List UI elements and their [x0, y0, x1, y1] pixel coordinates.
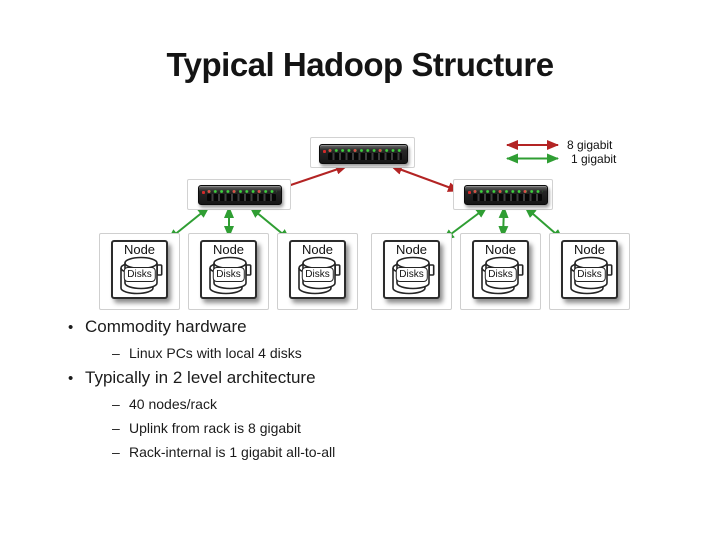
bullet-text: Commodity hardware — [85, 317, 247, 336]
node-label: Node — [484, 242, 517, 257]
legend-label-8-gigabit: 8 gigabit — [567, 138, 613, 152]
ethernet-ports-icon — [473, 194, 542, 201]
core-switch-frame — [310, 137, 415, 168]
ethernet-ports-icon — [328, 153, 402, 160]
node-card: Node Disks — [371, 233, 452, 310]
sub-bullet-item: – Uplink from rack is 8 gigabit — [104, 416, 530, 440]
disks-label: Disks — [301, 267, 334, 282]
dash-marker: – — [112, 444, 120, 460]
bullet-marker: • — [68, 370, 74, 387]
rack-switch-left — [198, 185, 282, 205]
node-card: Node Disks — [99, 233, 180, 310]
disks-label: Disks — [123, 267, 156, 282]
rack-switch-right — [464, 185, 548, 205]
power-led-icon — [202, 191, 205, 194]
node-box: Node Disks — [111, 240, 168, 299]
power-led-icon — [323, 150, 326, 153]
node-label: Node — [123, 242, 156, 257]
bullet-text: Rack-internal is 1 gigabit all-to-all — [129, 444, 336, 460]
sub-bullet-item: – 40 nodes/rack — [104, 392, 530, 416]
node-label: Node — [395, 242, 428, 257]
dash-marker: – — [112, 396, 120, 412]
bullet-text: Uplink from rack is 8 gigabit — [129, 420, 301, 436]
disks-label: Disks — [573, 267, 606, 282]
disks-label: Disks — [484, 267, 517, 282]
node-box: Node Disks — [472, 240, 529, 299]
disks-label: Disks — [395, 267, 428, 282]
bullet-text: 40 nodes/rack — [129, 396, 217, 412]
node-label: Node — [301, 242, 334, 257]
node-box: Node Disks — [289, 240, 346, 299]
port-leds-icon — [473, 189, 543, 195]
power-led-icon — [468, 191, 471, 194]
node-box: Node Disks — [383, 240, 440, 299]
ethernet-ports-icon — [207, 194, 276, 201]
rack-switch-right-frame — [453, 179, 553, 210]
disks-label: Disks — [212, 267, 245, 282]
rack-switch-left-frame — [187, 179, 291, 210]
sub-bullet-item: – Linux PCs with local 4 disks — [104, 341, 530, 365]
node-card: Node Disks — [188, 233, 269, 310]
uplink-arrow-right — [390, 165, 460, 192]
sub-bullet-item: – Rack-internal is 1 gigabit all-to-all — [104, 440, 530, 464]
node-label: Node — [212, 242, 245, 257]
bullet-list: • Commodity hardware – Linux PCs with lo… — [60, 314, 530, 464]
bullet-marker: • — [68, 319, 74, 336]
node-card: Node Disks — [277, 233, 358, 310]
bullet-item: • Typically in 2 level architecture — [60, 365, 530, 392]
node-box: Node Disks — [200, 240, 257, 299]
port-leds-icon — [328, 148, 403, 154]
dash-marker: – — [112, 420, 120, 436]
node-card: Node Disks — [460, 233, 541, 310]
legend-label-1-gigabit: 1 gigabit — [571, 152, 617, 166]
dash-marker: – — [112, 345, 120, 361]
bullet-text: Typically in 2 level architecture — [85, 368, 316, 387]
node-label: Node — [573, 242, 606, 257]
bullet-text: Linux PCs with local 4 disks — [129, 345, 302, 361]
port-leds-icon — [207, 189, 277, 195]
bullet-item: • Commodity hardware — [60, 314, 530, 341]
slide-title: Typical Hadoop Structure — [166, 46, 554, 83]
node-card: Node Disks — [549, 233, 630, 310]
node-box: Node Disks — [561, 240, 618, 299]
core-switch — [319, 144, 408, 164]
